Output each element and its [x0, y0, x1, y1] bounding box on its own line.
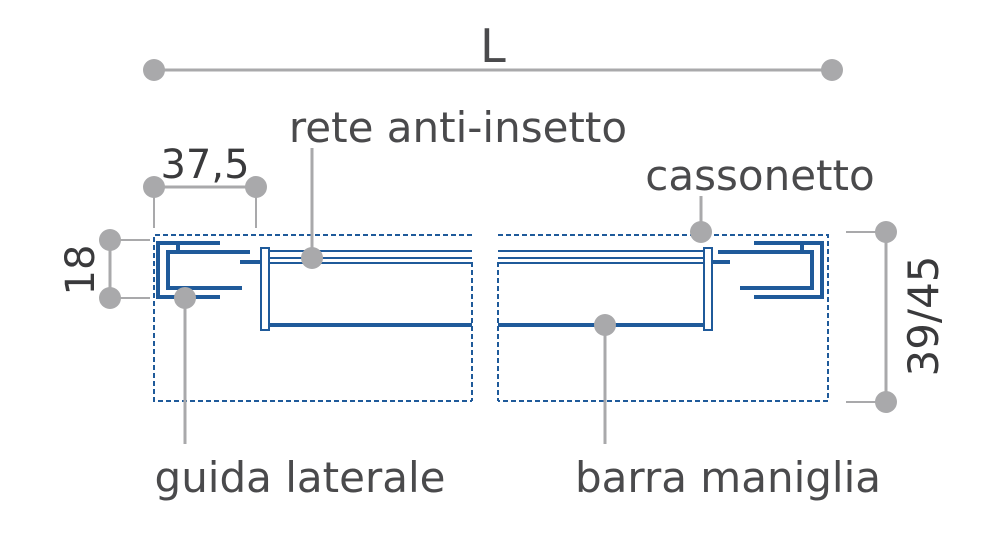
- dimension-18: 18: [58, 229, 150, 309]
- label-cassonetto: cassonetto: [645, 151, 874, 200]
- dimension-18-label: 18: [58, 245, 104, 296]
- left-side-guide-profile: [156, 241, 260, 299]
- leader-cassonetto: cassonetto: [645, 151, 875, 243]
- leader-rete: rete anti-insetto: [289, 103, 627, 269]
- dimension-39-45: 39/45: [846, 221, 948, 413]
- label-barra-maniglia: barra maniglia: [575, 453, 881, 502]
- right-box-profile: [712, 241, 824, 299]
- dimension-37-5-label: 37,5: [160, 142, 249, 188]
- left-mesh-frame: [260, 247, 472, 331]
- label-rete-anti-insetto: rete anti-insetto: [289, 103, 627, 152]
- leader-barra-maniglia: barra maniglia: [575, 314, 881, 502]
- housing-outline: [153, 234, 829, 402]
- dimension-L-label: L: [480, 19, 506, 73]
- dimension-39-45-label: 39/45: [899, 255, 948, 376]
- dimension-37-5: 37,5: [143, 142, 267, 228]
- dimension-L: L: [143, 19, 843, 81]
- leader-guida-laterale: guida laterale: [155, 287, 446, 502]
- label-guida-laterale: guida laterale: [155, 453, 446, 502]
